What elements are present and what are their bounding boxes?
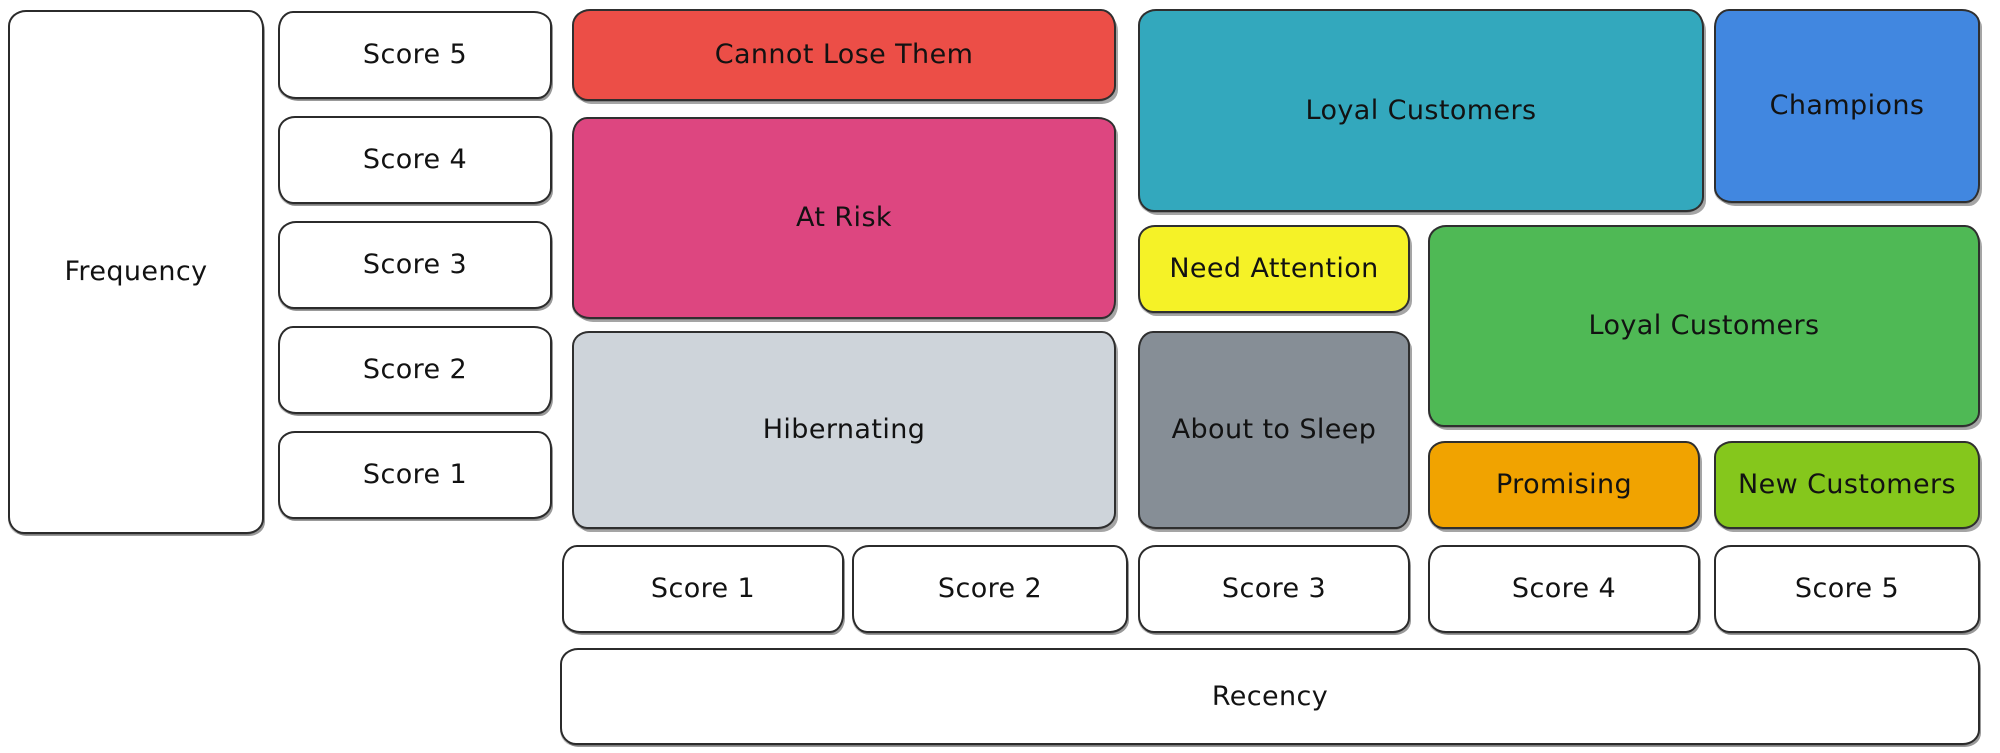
recency-axis-label: Recency bbox=[1211, 680, 1329, 712]
recency-score-1-label: Score 1 bbox=[650, 573, 756, 605]
frequency-score-4-label: Score 4 bbox=[362, 144, 468, 176]
segment-loyal-customers-green[interactable]: Loyal Customers bbox=[1428, 225, 1980, 427]
recency-score-5-box[interactable]: Score 5 bbox=[1714, 545, 1980, 633]
segment-new-customers-label: New Customers bbox=[1738, 469, 1956, 501]
recency-score-2-box[interactable]: Score 2 bbox=[852, 545, 1128, 633]
frequency-score-5-box[interactable]: Score 5 bbox=[278, 11, 552, 99]
segment-hibernating-label: Hibernating bbox=[762, 414, 926, 446]
frequency-score-2-label: Score 2 bbox=[362, 354, 468, 386]
segment-hibernating[interactable]: Hibernating bbox=[572, 331, 1116, 529]
segment-about-to-sleep[interactable]: About to Sleep bbox=[1138, 331, 1410, 529]
segment-cannot-lose-them-label: Cannot Lose Them bbox=[714, 39, 974, 71]
recency-score-3-box[interactable]: Score 3 bbox=[1138, 545, 1410, 633]
segment-about-to-sleep-label: About to Sleep bbox=[1171, 414, 1377, 446]
segment-promising[interactable]: Promising bbox=[1428, 441, 1700, 529]
segment-loyal-customers-green-label: Loyal Customers bbox=[1588, 310, 1820, 342]
frequency-score-3-box[interactable]: Score 3 bbox=[278, 221, 552, 309]
recency-score-5-label: Score 5 bbox=[1794, 573, 1900, 605]
frequency-axis-label: Frequency bbox=[64, 256, 208, 288]
segment-champions-label: Champions bbox=[1769, 90, 1925, 122]
frequency-score-3-label: Score 3 bbox=[362, 249, 468, 281]
frequency-score-4-box[interactable]: Score 4 bbox=[278, 116, 552, 204]
frequency-score-5-label: Score 5 bbox=[362, 39, 468, 71]
segment-need-attention-label: Need Attention bbox=[1169, 253, 1379, 285]
segment-loyal-customers-teal[interactable]: Loyal Customers bbox=[1138, 9, 1704, 212]
recency-score-1-box[interactable]: Score 1 bbox=[562, 545, 844, 633]
segment-cannot-lose-them[interactable]: Cannot Lose Them bbox=[572, 9, 1116, 101]
segment-new-customers[interactable]: New Customers bbox=[1714, 441, 1980, 529]
segment-at-risk-label: At Risk bbox=[796, 202, 892, 234]
segment-loyal-customers-teal-label: Loyal Customers bbox=[1305, 94, 1537, 126]
segment-champions[interactable]: Champions bbox=[1714, 9, 1980, 203]
recency-score-4-label: Score 4 bbox=[1511, 573, 1617, 605]
frequency-axis-label-box: Frequency bbox=[8, 10, 264, 534]
frequency-score-1-label: Score 1 bbox=[362, 459, 468, 491]
segment-need-attention[interactable]: Need Attention bbox=[1138, 225, 1410, 313]
frequency-score-2-box[interactable]: Score 2 bbox=[278, 326, 552, 414]
recency-score-3-label: Score 3 bbox=[1221, 573, 1327, 605]
segment-at-risk[interactable]: At Risk bbox=[572, 117, 1116, 319]
recency-score-2-label: Score 2 bbox=[937, 573, 1043, 605]
segment-promising-label: Promising bbox=[1495, 469, 1633, 501]
recency-axis-label-box: Recency bbox=[560, 648, 1980, 745]
frequency-score-1-box[interactable]: Score 1 bbox=[278, 431, 552, 519]
recency-score-4-box[interactable]: Score 4 bbox=[1428, 545, 1700, 633]
